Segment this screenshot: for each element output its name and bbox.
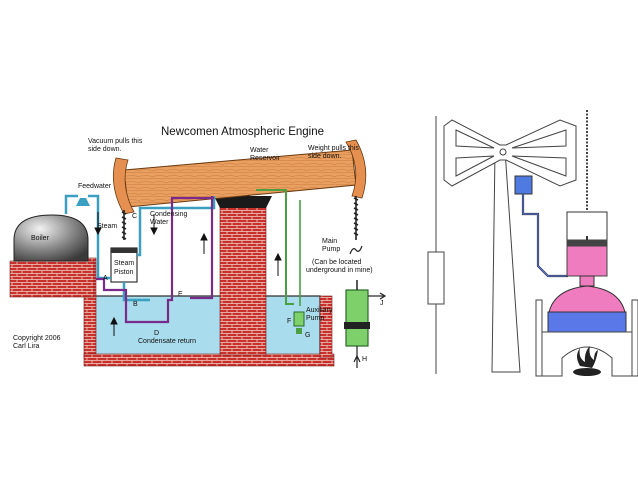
beam-window-1 — [455, 129, 495, 149]
main-pump-label-1: Main — [322, 238, 337, 245]
main-pump — [345, 289, 369, 347]
valve-h-label: H — [362, 356, 367, 363]
valve-b-label: B — [133, 301, 138, 308]
aux-pump-label-1: Auxiliary — [306, 307, 333, 314]
water-reservoir — [514, 175, 533, 195]
aux-pump-label-2: Pump — [306, 315, 324, 322]
beam-arch-right — [345, 139, 367, 199]
valve-c-label: C — [132, 213, 137, 220]
valve-e-label: E — [178, 291, 183, 298]
chain-right — [349, 196, 363, 255]
furnace-wall-right — [631, 299, 638, 377]
tank-floor — [83, 353, 335, 367]
counter-weight — [427, 251, 445, 305]
weight-label-1: Weight pulls this — [308, 145, 359, 152]
condensing-water-pipe — [137, 196, 216, 257]
aux-pump-pipe — [256, 189, 294, 305]
feedwater-funnel-icon — [76, 198, 90, 206]
furnace — [541, 331, 633, 377]
weight-label-2: side down. — [308, 153, 342, 160]
steam-cylinder — [110, 247, 138, 283]
water-reservoir-label-2: Reservoir — [250, 155, 281, 162]
newcomen-diagram: Newcomen Atmospheric Engine Boiler — [9, 126, 387, 368]
aux-pump-valve-g — [296, 328, 302, 334]
rocking-beam-outline — [443, 119, 577, 187]
valve-g-label: G — [305, 332, 310, 339]
beam-arch-left — [112, 157, 135, 215]
diagram-title: Newcomen Atmospheric Engine — [161, 126, 324, 138]
flow-arrows — [94, 212, 282, 336]
main-pump-note-2: underground in mine) — [306, 267, 373, 274]
pivot-icon — [499, 148, 507, 156]
steam-piston-label-1: Steam — [114, 260, 134, 267]
injection-pipe-water — [522, 194, 568, 277]
copyright-line-1: Copyright 2006 — [13, 335, 61, 342]
steam-piston-label-2: Piston — [114, 269, 134, 276]
tank-wall-right — [319, 295, 333, 359]
outlet-arrow-icon — [379, 292, 387, 300]
cylinder-neck — [579, 275, 595, 287]
fire-icon — [573, 346, 601, 376]
boiler-label: Boiler — [31, 235, 50, 242]
steam-piston-head — [111, 248, 137, 253]
steam-label: Steam — [97, 223, 117, 230]
valve-j-label: J — [380, 300, 384, 307]
beam-engine-sketch — [427, 110, 638, 377]
main-pump-piston — [344, 322, 370, 329]
beam-window-3 — [511, 129, 567, 149]
injection-pipe — [521, 194, 568, 278]
condensing-water-label-2: Water — [150, 219, 169, 226]
main-pump-label-2: Pump — [322, 246, 340, 253]
chain-left — [121, 210, 127, 240]
copyright-line-2: Carl Lira — [13, 343, 40, 350]
water-reservoir-label-1: Water — [250, 147, 269, 154]
furnace-wall-left — [535, 299, 543, 377]
main-pump-note-1: (Can be located — [312, 259, 362, 266]
boiler-base — [9, 260, 95, 298]
inlet-arrow-icon — [353, 354, 361, 363]
vacuum-label-2: side down. — [88, 146, 122, 153]
valve-d-label: D — [154, 330, 159, 337]
beam-window-2 — [455, 155, 495, 177]
vacuum-label-1: Vacuum pulls this — [88, 138, 143, 145]
engine-tower — [219, 204, 267, 356]
condensate-pipe — [96, 196, 214, 324]
steam-outlet-pipe — [122, 282, 150, 302]
valve-a-label: A — [103, 275, 108, 282]
steam-space — [566, 245, 608, 277]
aux-pump — [293, 311, 305, 327]
return-pipe — [190, 196, 214, 300]
tower-cap — [214, 196, 272, 208]
condensate-return-label: Condensate return — [138, 338, 196, 345]
condensing-water-label-1: Condensing — [150, 211, 187, 218]
piston — [566, 239, 608, 247]
feedwater-label: Feedwater — [78, 183, 112, 190]
condensate-tank — [89, 295, 321, 357]
boiler — [13, 214, 89, 262]
valve-f-label: F — [287, 318, 291, 325]
beam-window-4 — [511, 155, 567, 177]
